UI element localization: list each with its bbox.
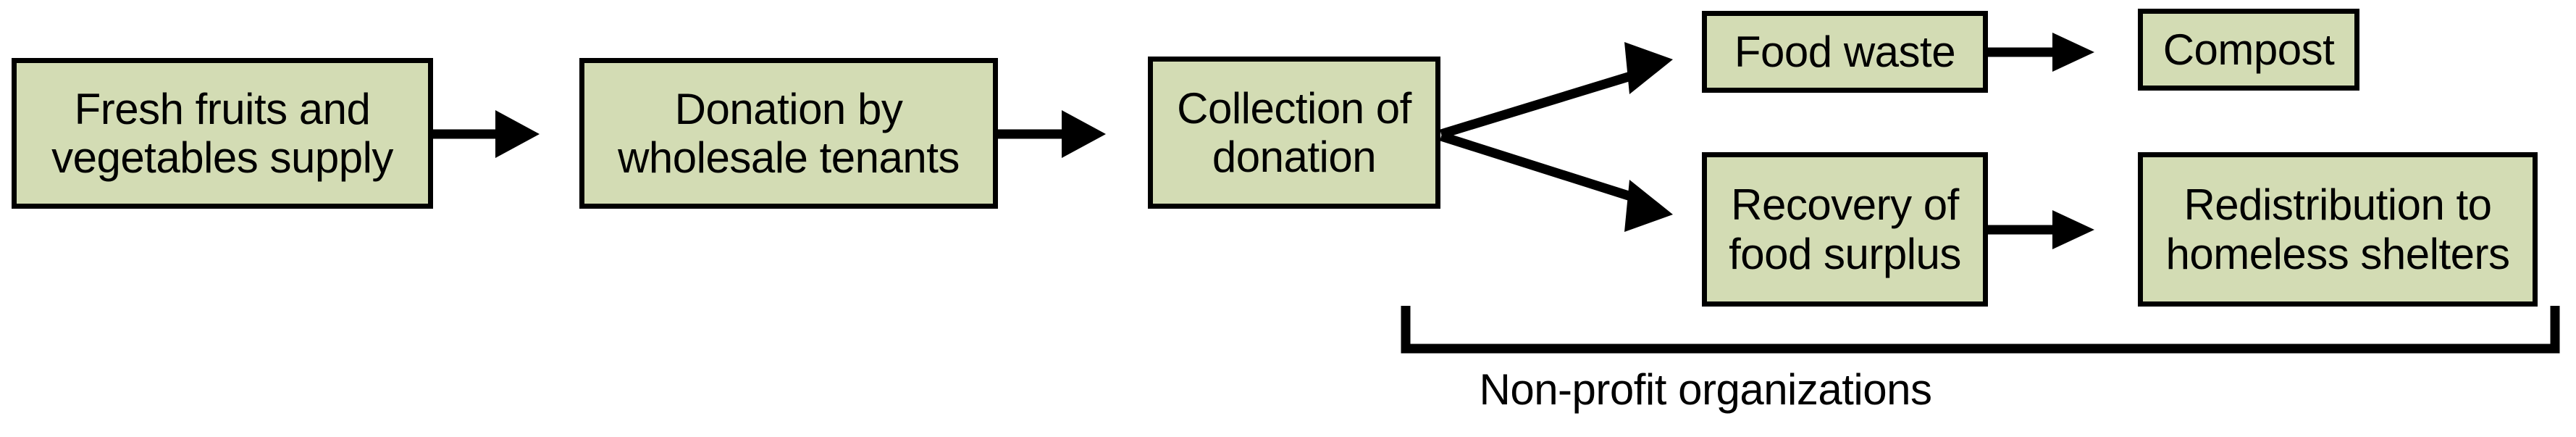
node-donation-by-wholesale-tenants[interactable]: Donation by wholesale tenants — [579, 58, 998, 209]
node-label: Redistribution to homeless shelters — [2165, 180, 2510, 278]
node-label: Donation by wholesale tenants — [618, 84, 960, 182]
arrow-collection-to-recovery — [1440, 131, 1673, 232]
arrow-food-waste-to-compost — [1988, 33, 2094, 72]
node-compost[interactable]: Compost — [2138, 9, 2359, 91]
node-label: Fresh fruits and vegetables supply — [51, 84, 393, 182]
node-label: Collection of donation — [1177, 83, 1411, 181]
node-fresh-fruits-and-vegetables-supply[interactable]: Fresh fruits and vegetables supply — [12, 58, 433, 209]
arrow-recovery-to-redistribution — [1988, 210, 2094, 249]
node-recovery-of-food-surplus[interactable]: Recovery of food surplus — [1702, 152, 1988, 307]
node-redistribution-to-homeless-shelters[interactable]: Redistribution to homeless shelters — [2138, 152, 2538, 307]
arrow-supply-to-donation — [433, 110, 540, 158]
arrow-collection-to-food-waste — [1440, 42, 1673, 139]
arrow-donation-to-collection — [998, 110, 1106, 158]
node-label: Recovery of food surplus — [1729, 180, 1961, 278]
node-food-waste[interactable]: Food waste — [1702, 11, 1988, 93]
node-label: Food waste — [1734, 27, 1956, 76]
node-collection-of-donation[interactable]: Collection of donation — [1148, 57, 1440, 209]
non-profit-bracket — [1401, 306, 2560, 354]
node-label: Compost — [2162, 25, 2335, 74]
non-profit-bracket-label: Non-profit organizations — [1479, 365, 1932, 414]
